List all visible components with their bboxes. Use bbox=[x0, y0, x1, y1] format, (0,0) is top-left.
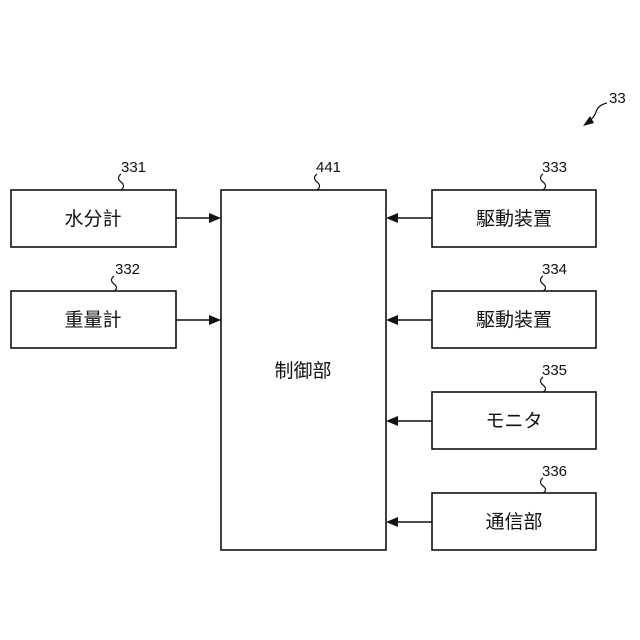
weight-scale-ref-label: 332 bbox=[115, 261, 140, 278]
system-reference: 33 bbox=[583, 90, 626, 126]
system-ref-arrow-line bbox=[589, 103, 607, 121]
controller-block: 制御部 441 bbox=[221, 159, 386, 550]
drive-unit-2-ref-label: 334 bbox=[542, 261, 567, 278]
communication-unit-arrow-head bbox=[386, 517, 398, 527]
drive-unit-2-arrow-head bbox=[386, 315, 398, 325]
controller-ref-label: 441 bbox=[316, 159, 341, 176]
moisture-meter-label: 水分計 bbox=[64, 208, 121, 230]
monitor-label: モニタ bbox=[485, 410, 542, 432]
moisture-meter-ref-label: 331 bbox=[121, 159, 146, 176]
communication-unit-ref-leader bbox=[541, 478, 546, 493]
drive-unit-2-label: 駆動装置 bbox=[476, 309, 552, 331]
drive-unit-1-ref-leader bbox=[541, 174, 546, 190]
monitor-block: モニタ 335 bbox=[386, 362, 596, 449]
drive-unit-1-ref-label: 333 bbox=[542, 159, 567, 176]
monitor-ref-label: 335 bbox=[542, 362, 567, 379]
monitor-ref-leader bbox=[541, 377, 546, 392]
drive-unit-1-block: 駆動装置 333 bbox=[386, 159, 596, 247]
drive-unit-1-label: 駆動装置 bbox=[476, 208, 552, 230]
communication-unit-ref-label: 336 bbox=[542, 463, 567, 480]
system-ref-label: 33 bbox=[609, 90, 626, 107]
moisture-meter-arrow-head bbox=[209, 213, 221, 223]
moisture-meter-block: 水分計 331 bbox=[11, 159, 221, 247]
drive-unit-1-arrow-head bbox=[386, 213, 398, 223]
communication-unit-block: 通信部 336 bbox=[386, 463, 596, 550]
drive-unit-2-ref-leader bbox=[541, 276, 546, 291]
weight-scale-arrow-head bbox=[209, 315, 221, 325]
controller-label: 制御部 bbox=[274, 360, 331, 382]
moisture-meter-ref-leader bbox=[119, 174, 124, 190]
monitor-arrow-head bbox=[386, 416, 398, 426]
controller-ref-leader bbox=[315, 174, 320, 190]
communication-unit-label: 通信部 bbox=[485, 511, 542, 533]
weight-scale-ref-leader bbox=[112, 276, 117, 291]
drive-unit-2-block: 駆動装置 334 bbox=[386, 261, 596, 348]
weight-scale-block: 重量計 332 bbox=[11, 261, 221, 348]
weight-scale-label: 重量計 bbox=[64, 309, 121, 331]
